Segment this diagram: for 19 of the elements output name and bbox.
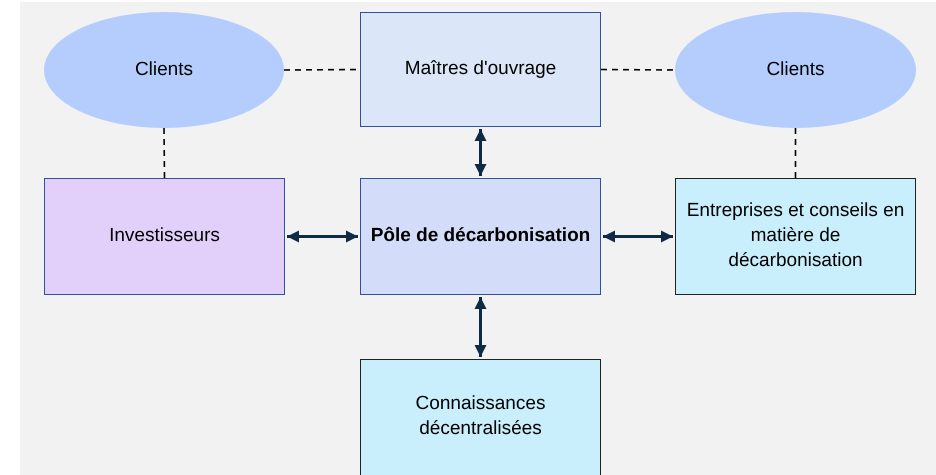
dashed-connector (794, 128, 796, 178)
process-box (44, 178, 285, 295)
node-label: Connaissances décentralisées (414, 392, 546, 441)
process-box (675, 178, 916, 295)
node-label: Entreprises et conseils en matière de décarbonisation (686, 199, 906, 273)
double-arrow (474, 297, 486, 357)
node-label: Maîtres d'ouvrage (404, 57, 556, 82)
node-label: Investisseurs (109, 224, 220, 248)
double-arrow (287, 230, 358, 242)
dashed-connector (601, 68, 675, 71)
node-label: Clients (134, 58, 194, 82)
process-box (360, 359, 601, 475)
hub-box (360, 178, 601, 295)
process-box (360, 12, 601, 127)
node-label: Clients (766, 58, 825, 82)
double-arrow (603, 230, 673, 242)
dashed-connector (163, 128, 166, 178)
double-arrow (474, 129, 486, 176)
node-label: Pôle de décarbonisation (370, 224, 590, 248)
